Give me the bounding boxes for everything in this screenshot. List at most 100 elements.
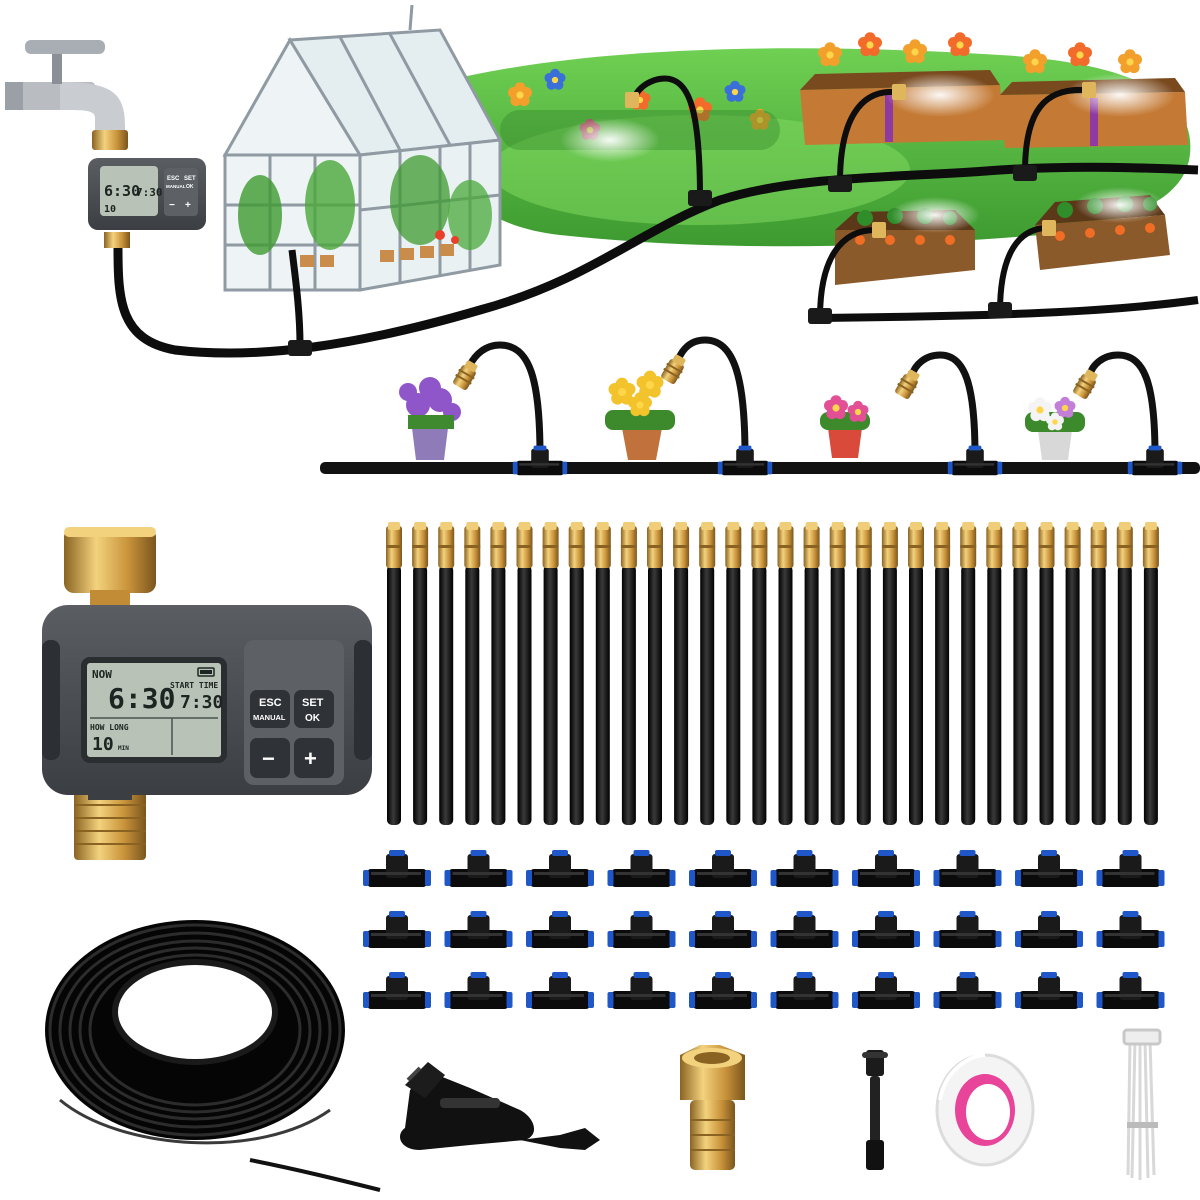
tee-connector (1096, 850, 1165, 887)
sealing-tape-roll (935, 1053, 1035, 1167)
minus-button (250, 738, 290, 778)
esc-label: ESC (259, 697, 282, 709)
misting-tube (908, 522, 924, 825)
tee-connector (363, 850, 431, 887)
tee-connector (1015, 911, 1083, 948)
misting-tube (464, 522, 481, 825)
pot-pink-flowers (820, 395, 870, 458)
tee-connector (689, 850, 757, 887)
tee-connector (526, 972, 594, 1009)
small-timer-esc: ESC (167, 176, 180, 182)
tubing-coil (45, 920, 381, 1192)
set-label: SET (302, 697, 324, 709)
tee-connector (852, 850, 920, 887)
small-timer-minus: − (169, 200, 175, 211)
misting-tube (829, 522, 846, 825)
set-ok-button (294, 690, 334, 728)
tee-connector (933, 850, 1002, 887)
misting-tube (934, 522, 951, 825)
tee-connector (526, 850, 594, 887)
potted-plant-row (320, 336, 1200, 476)
timer-lcd (81, 657, 227, 763)
misting-tube (725, 522, 742, 825)
small-timer-plus: + (185, 200, 191, 211)
tee-connector (444, 972, 513, 1009)
tee-connector (852, 911, 920, 948)
misting-tube (803, 522, 820, 825)
misting-tube (542, 522, 559, 825)
misting-tube (960, 522, 977, 825)
greenhouse-plants (238, 155, 492, 267)
misting-tube (699, 522, 716, 825)
pot-white-flowers (1025, 396, 1085, 460)
tee-connector (607, 972, 676, 1009)
misting-tube (673, 522, 690, 825)
tee-connector (526, 911, 594, 948)
tee-connector (1096, 911, 1165, 948)
misting-tube (412, 522, 429, 825)
misting-tube (568, 522, 585, 825)
tee-connector (444, 911, 513, 948)
tee-connector (770, 850, 839, 887)
misting-tube (516, 522, 533, 825)
misting-tube (881, 522, 898, 825)
tee-connector (607, 850, 676, 887)
small-timer-set: SET (184, 176, 196, 182)
misting-tube (386, 522, 402, 825)
misting-tube (594, 522, 611, 825)
lcd-howlong-value: 10 (92, 734, 114, 755)
small-timer-ok: OK (186, 184, 194, 190)
tube-cutter (400, 1062, 600, 1150)
misting-tube (1064, 522, 1081, 825)
tee-connector-set (363, 850, 1165, 1009)
tee-connector (1015, 850, 1083, 887)
tee-connector (770, 972, 839, 1009)
small-timer-start: 7:30 (136, 186, 163, 199)
garden-faucet (5, 40, 128, 150)
pot-yellow-daisies (605, 370, 675, 460)
tee-connector (1096, 972, 1165, 1009)
lcd-start-label: START TIME (170, 681, 218, 690)
tee-connector (363, 972, 431, 1009)
small-timer-howlong: 10 (104, 204, 116, 215)
pot-purple-flowers (399, 377, 461, 460)
cable-ties (1122, 1028, 1162, 1180)
small-timer: 6:30 7:30 10 ESC SET MANUAL OK − + (88, 158, 206, 248)
lcd-start-time: 7:30 (180, 692, 223, 713)
tee-connector (852, 972, 920, 1009)
manual-label: MANUAL (253, 713, 286, 722)
lcd-howlong-label: HOW LONG (90, 723, 129, 732)
tee-connector (363, 911, 431, 948)
plus-label: + (304, 746, 317, 771)
tee-connector (770, 911, 839, 948)
small-timer-manual: MANUAL (166, 184, 186, 189)
ok-label: OK (305, 713, 321, 724)
timer-inlet-nut (64, 527, 156, 593)
lcd-now-time: 6:30 (108, 682, 175, 715)
plus-button (294, 738, 334, 778)
tee-connector (933, 911, 1002, 948)
esc-manual-button (250, 690, 290, 728)
misting-tube (1116, 522, 1133, 825)
misting-tube (777, 522, 794, 825)
misting-tube (1012, 522, 1029, 825)
tee-connector (689, 972, 757, 1009)
minus-label: − (262, 746, 275, 771)
brass-faucet-adapter (680, 1045, 745, 1170)
small-timer-now: 6:30 (104, 182, 140, 200)
misting-tube (1142, 522, 1159, 825)
water-timer: NOW 6:30 START TIME 7:30 HOW LONG 10 MIN… (42, 527, 372, 860)
misting-tube (438, 522, 455, 825)
misting-tube (490, 522, 507, 825)
misting-tube (986, 522, 1003, 825)
tee-connector (444, 850, 513, 887)
tee-connector (1015, 972, 1083, 1009)
tee-connector (689, 911, 757, 948)
lcd-now-label: NOW (92, 668, 112, 681)
tee-connector (933, 972, 1002, 1009)
lcd-howlong-unit: MIN (118, 745, 129, 752)
end-plug (862, 1050, 888, 1170)
misting-tube (855, 522, 872, 825)
misting-tube (1038, 522, 1055, 825)
